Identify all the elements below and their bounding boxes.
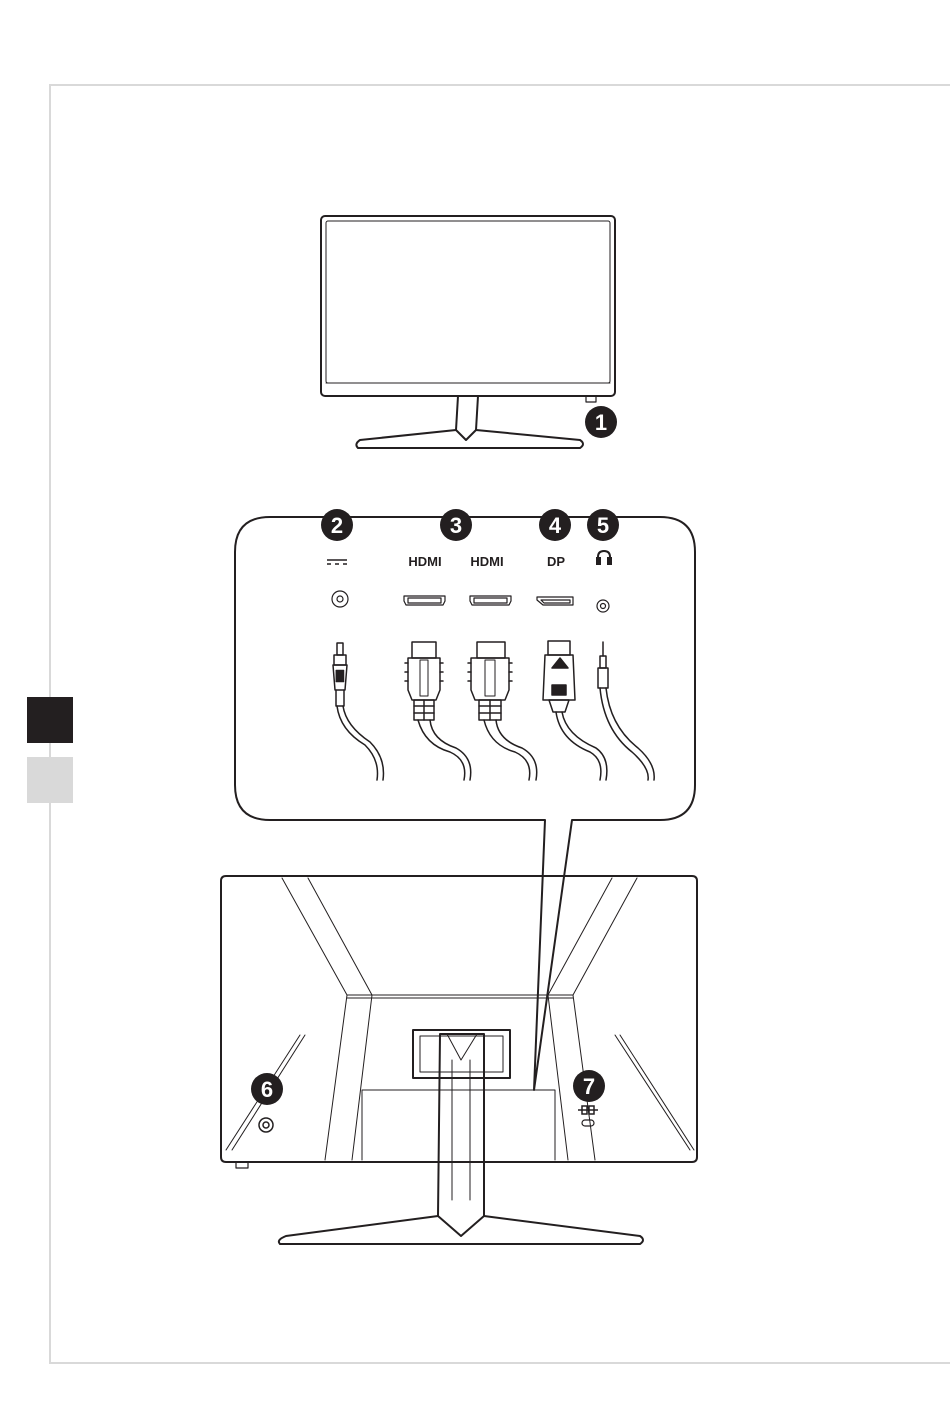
displayport-port <box>537 597 573 605</box>
dc-power-symbol-icon <box>327 560 347 564</box>
callout-1: 1 <box>585 406 617 438</box>
hdmi-port-1 <box>404 596 445 605</box>
rear-button <box>259 1118 273 1132</box>
hdmi-port-2 <box>470 596 511 605</box>
svg-text:7: 7 <box>583 1074 595 1099</box>
headphone-port <box>597 600 609 612</box>
callout-3: 3 <box>440 509 472 541</box>
svg-text:3: 3 <box>450 513 462 538</box>
dp-label: DP <box>547 554 565 569</box>
svg-text:5: 5 <box>597 513 609 538</box>
callout-7: 7 <box>573 1070 605 1102</box>
headphone-icon <box>597 551 611 564</box>
dc-power-port <box>332 591 348 607</box>
callout-4: 4 <box>539 509 571 541</box>
callout-2: 2 <box>321 509 353 541</box>
zoom-callout-balloon <box>235 517 695 1090</box>
hdmi-label-1: HDMI <box>408 554 441 569</box>
hdmi-plug-2 <box>468 642 537 780</box>
hdmi-label-2: HDMI <box>470 554 503 569</box>
svg-text:2: 2 <box>331 513 343 538</box>
svg-text:1: 1 <box>595 410 607 435</box>
callout-5: 5 <box>587 509 619 541</box>
back-monitor <box>221 876 697 1244</box>
svg-text:6: 6 <box>261 1077 273 1102</box>
callout-6: 6 <box>251 1073 283 1105</box>
svg-text:4: 4 <box>549 513 562 538</box>
dc-power-plug <box>333 643 383 780</box>
front-monitor <box>321 216 615 448</box>
headphone-plug <box>598 642 654 780</box>
displayport-plug <box>543 641 607 780</box>
hdmi-plug-1 <box>405 642 471 780</box>
kensington-lock-slot <box>582 1120 594 1126</box>
